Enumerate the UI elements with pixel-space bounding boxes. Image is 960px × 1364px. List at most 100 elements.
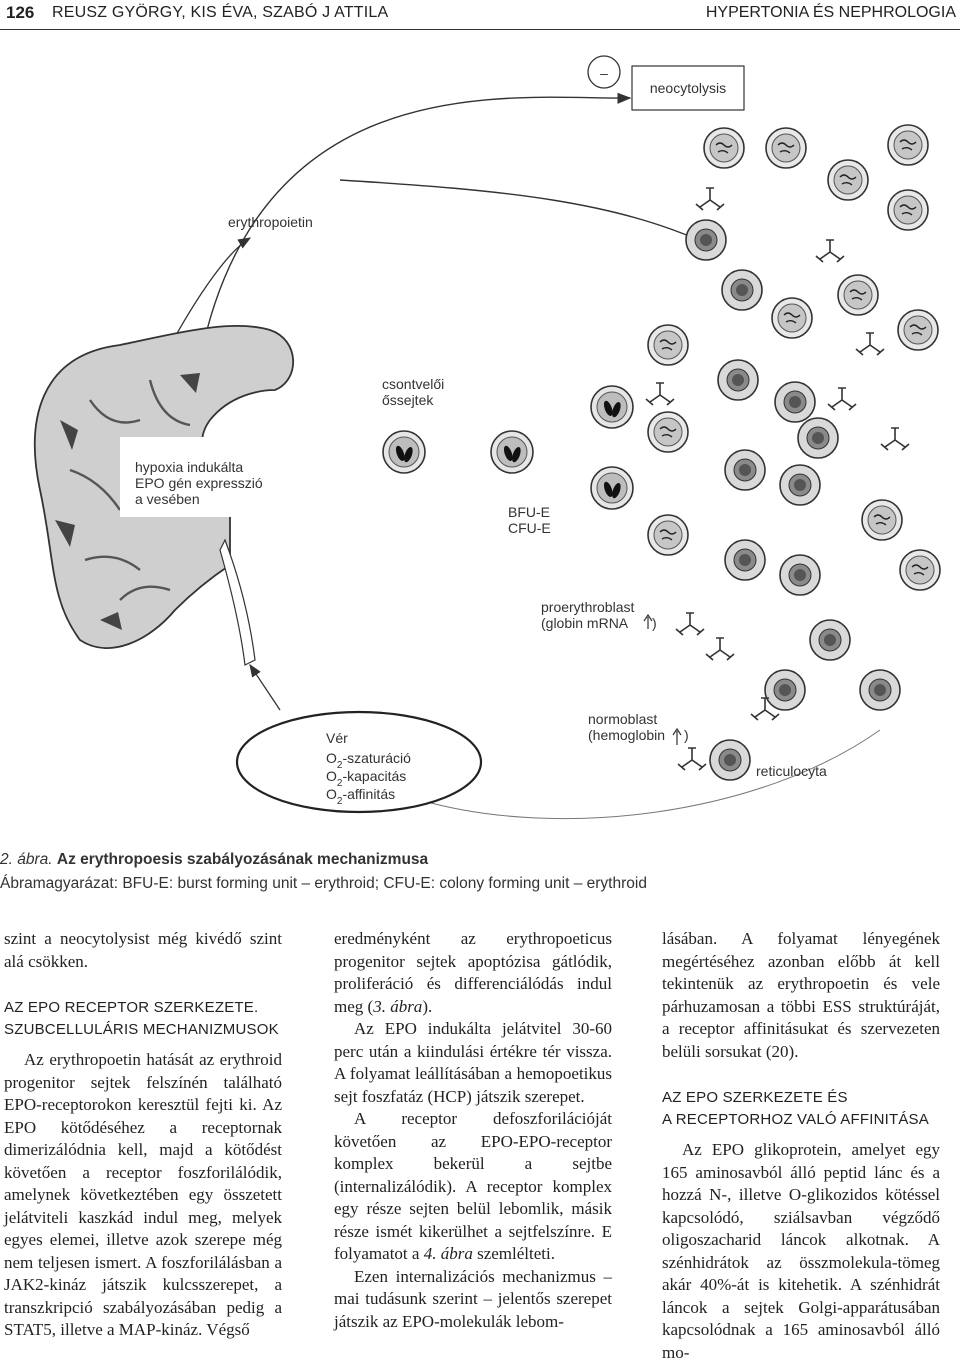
proerythroblast-cell: [771, 297, 813, 339]
stem-cell: [590, 466, 634, 510]
normoblast-line2: (hemoglobin: [588, 727, 665, 743]
proerythroblast-line1: proerythroblast: [541, 599, 634, 615]
proerythroblast-cell: [703, 127, 745, 169]
stem-cell: [490, 430, 534, 474]
proerythroblast-cell: [647, 514, 689, 556]
normoblast-cell: [797, 417, 839, 459]
page-number: 126: [6, 3, 35, 22]
proerythroblast-cell: [765, 127, 807, 169]
csontveloi-line2: őssejtek: [382, 392, 434, 408]
proerythroblast-cell: [887, 189, 929, 231]
section-heading-line: A RECEPTORHOZ VALÓ AFFINITÁSA: [662, 1111, 929, 1128]
normoblast-close: ): [684, 727, 689, 743]
proerythroblast-cell: [837, 274, 879, 316]
normoblast-cell: [809, 619, 851, 661]
section-heading-epo-receptor: AZ EPO RECEPTOR SZERKEZETE. SZUBCELLULÁR…: [4, 997, 282, 1041]
arrow-epo-to-marrow: [339, 179, 722, 251]
figure-reference: 3. ábra: [373, 996, 423, 1016]
proerythroblast-cell: [647, 324, 689, 366]
normoblast-line1: normoblast: [588, 711, 657, 727]
text-column-3: lásában. A folyamat lényegének megértésé…: [662, 928, 940, 1364]
proerythroblast-cell: [897, 309, 939, 351]
paragraph-text: szemlélteti.: [472, 1244, 555, 1263]
normoblast-cell: [709, 739, 751, 781]
section-heading-line: SZUBCELLULÁRIS MECHANIZMUSOK: [4, 1021, 279, 1038]
stem-cell: [382, 430, 426, 474]
hypoxia-line2: EPO gén expresszió: [135, 475, 263, 491]
reticulocyte-cell: [815, 239, 845, 263]
erythropoiesis-figure: – neocytolysis hypoxia indukálta EPO gén…: [33, 55, 941, 820]
reticulocyte-cell: [645, 382, 675, 406]
bfu-label: BFU-E: [508, 504, 550, 520]
paragraph: Az EPO indukálta jelátvitel 30-60 perc u…: [334, 1019, 612, 1106]
blood-oval: [235, 710, 483, 814]
reticulocyte-cell: [827, 387, 857, 411]
figure-reference: 4. ábra: [423, 1244, 473, 1263]
normoblast-cell: [721, 269, 763, 311]
hypoxia-line3: a vesében: [135, 491, 200, 507]
o2-saturation: O2-szaturáció: [326, 750, 411, 771]
reticulocyta-label: reticulocyta: [756, 763, 827, 779]
normoblast-cell: [717, 359, 759, 401]
stem-cell: [590, 385, 634, 429]
paragraph-text: eredményként az erythropoeticus progenit…: [334, 929, 612, 1016]
normoblast-cell: [774, 381, 816, 423]
proerythroblast-cell: [861, 499, 903, 541]
csontveloi-line1: csontvelői: [382, 376, 444, 392]
arrow-kidney-to-neocytolysis: [199, 92, 632, 361]
text-column-1: szint a neocytolysist még kivédő szint a…: [4, 928, 282, 1342]
normoblast-cell: [779, 554, 821, 596]
figure-caption: 2. ábra. Az erythropoesis szabályozásána…: [0, 848, 960, 896]
hypoxia-line1: hypoxia indukálta: [135, 459, 243, 475]
paragraph: Az EPO glikoprotein, amelyet egy 165 ami…: [662, 1140, 940, 1362]
normoblast-cell: [685, 219, 727, 261]
reticulocyte-cell: [855, 332, 885, 356]
paragraph: eredményként az erythropoeticus progenit…: [334, 928, 612, 1018]
caption-title: 2. ábra. Az erythropoesis szabályozásána…: [0, 848, 960, 872]
minus-circle: [587, 55, 621, 89]
reticulocyte-cell: [705, 637, 735, 661]
hypoxia-box: [120, 437, 278, 517]
reticulocyte-cell: [677, 747, 707, 771]
paragraph: lásában. A folyamat lényegének megértésé…: [662, 929, 940, 1061]
feedback-curve: [419, 729, 881, 820]
reticulocyte-cell: [880, 427, 910, 451]
caption-legend: Ábramagyarázat: BFU-E: burst forming uni…: [0, 875, 647, 892]
paragraph: A receptor defoszforilációját követően a…: [334, 1108, 612, 1266]
normoblast-cell: [779, 464, 821, 506]
neocytolysis-label: neocytolysis: [650, 80, 726, 96]
section-heading-line: AZ EPO RECEPTOR SZERKEZETE.: [4, 999, 259, 1016]
header-journal: HYPERTONIA ÉS NEPHROLOGIA: [705, 4, 956, 21]
paragraph: Az erythropoetin hatását az erythroid pr…: [4, 1050, 282, 1339]
paragraph: szint a neocytolysist még kivédő szint a…: [4, 929, 282, 971]
cfu-label: CFU-E: [508, 520, 551, 536]
neocytolysis-box: [631, 65, 745, 111]
normoblast-cell: [764, 669, 806, 711]
paragraph: Ezen internalizációs mechanizmus – mai t…: [334, 1266, 612, 1331]
erythropoietin-label: erythropoietin: [228, 214, 313, 230]
ver-label: Vér: [326, 730, 348, 746]
header-authors: REUSZ GYÖRGY, KIS ÉVA, SZABÓ J ATTILA: [52, 4, 389, 21]
normoblast-cell: [859, 669, 901, 711]
reticulocyte-cell: [695, 187, 725, 211]
section-heading-epo-structure: AZ EPO SZERKEZETE ÉS A RECEPTORHOZ VALÓ …: [662, 1087, 940, 1131]
o2-capacity: O2-kapacitás: [326, 768, 406, 789]
proerythroblast-close: ): [652, 615, 657, 631]
section-heading-line: AZ EPO SZERKEZETE ÉS: [662, 1089, 848, 1106]
proerythroblast-cell: [887, 124, 929, 166]
caption-number: 2. ábra.: [0, 851, 53, 868]
arrow-blood-to-kidney: [249, 663, 281, 711]
text-column-2: eredményként az erythropoeticus progenit…: [334, 928, 612, 1333]
proerythroblast-cell: [827, 159, 869, 201]
proerythroblast-line2: (globin mRNA: [541, 615, 629, 631]
minus-sign: –: [600, 65, 608, 81]
proerythroblast-cell: [899, 549, 941, 591]
o2-affinity: O2-affinitás: [326, 786, 395, 807]
paragraph-text: ).: [422, 996, 433, 1016]
proerythroblast-cell: [647, 411, 689, 453]
up-arrow-icon: [643, 613, 653, 629]
running-header: 126 REUSZ GYÖRGY, KIS ÉVA, SZABÓ J ATTIL…: [0, 0, 960, 30]
header-rule: [0, 29, 960, 30]
normoblast-cell: [724, 539, 766, 581]
up-arrow-icon: [672, 727, 682, 745]
